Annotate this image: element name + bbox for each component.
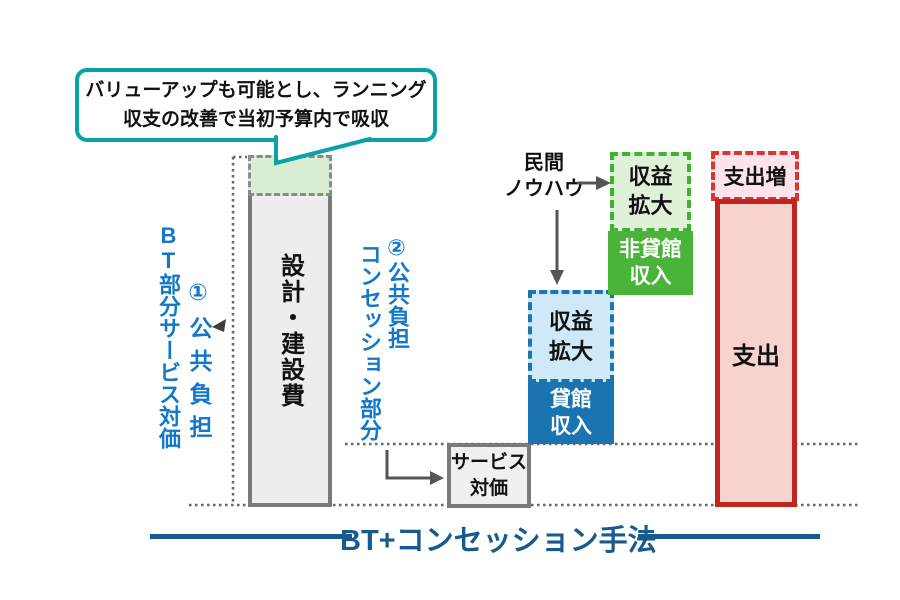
non-rental-income-line-1: 非貸館 [619,237,682,261]
callout-bubble: バリューアップも可能とし、ランニング 収支の改善で当初予算内で吸収 [75,68,437,142]
public-burden-1-label: ①公共負担 [186,280,212,448]
value-up-absorbed-box [248,155,332,196]
concession-part-label: コンセッション部分 [357,243,382,441]
concession-elbow-arrow-shaft [385,450,430,480]
rental-income-box: 貸館 収入 [528,382,614,444]
construction-cost-bar: 設計・建設費 [248,155,332,507]
service-box-line-1: サービス [451,451,528,473]
service-consideration-box: サービス 対価 [447,443,531,508]
expense-bar: 支出 [715,199,797,507]
service-box-line-2: 対価 [469,477,508,499]
knowhow-down-arrow-head [550,270,564,285]
public-burden-2-label: ②公共負担 [385,235,410,349]
callout-line-2: 収支の改善で当初予算内で吸収 [122,109,389,130]
non-rental-income-line-2: 収入 [629,265,672,288]
rental-income-line-1: 貸館 [550,387,592,411]
bt-prefix: BT [156,222,181,273]
bt-suffix: 部分サービス対価 [156,272,181,449]
bt-service-consideration-label: BT部分サービス対価 [152,213,184,458]
expense-increase-box: 支出増 [711,151,799,201]
private-knowhow-label: 民間 ノウハウ [504,150,584,202]
revenue-expansion-nonrental-box: 収益 拡大 [610,152,691,232]
callout-line-1: バリューアップも可能とし、ランニング [85,79,427,101]
revenue-expansion-rental-line-2: 拡大 [548,338,593,364]
knowhow-right-arrow-head [596,176,611,190]
title-rule-left [150,534,352,539]
rental-income-line-2: 収入 [550,415,592,438]
title-rule-right [638,534,820,539]
private-knowhow-line-1: 民間 [524,152,564,174]
revenue-expansion-rental-line-1: 収益 [548,308,593,334]
revenue-expansion-nonrental-line-2: 拡大 [628,193,673,218]
diagram-title: BT+コンセッション手法 [340,525,657,557]
concession-elbow-arrow-head [430,471,444,485]
private-knowhow-line-2: ノウハウ [504,178,584,200]
revenue-expansion-nonrental-line-1: 収益 [628,164,673,190]
expense-increase-label: 支出増 [723,166,787,189]
construction-cost-label: 設計・建設費 [276,253,304,409]
expense-label: 支出 [732,342,780,370]
revenue-expansion-rental-box: 収益 拡大 [528,290,614,383]
non-rental-income-box: 非貸館 収入 [608,231,693,295]
